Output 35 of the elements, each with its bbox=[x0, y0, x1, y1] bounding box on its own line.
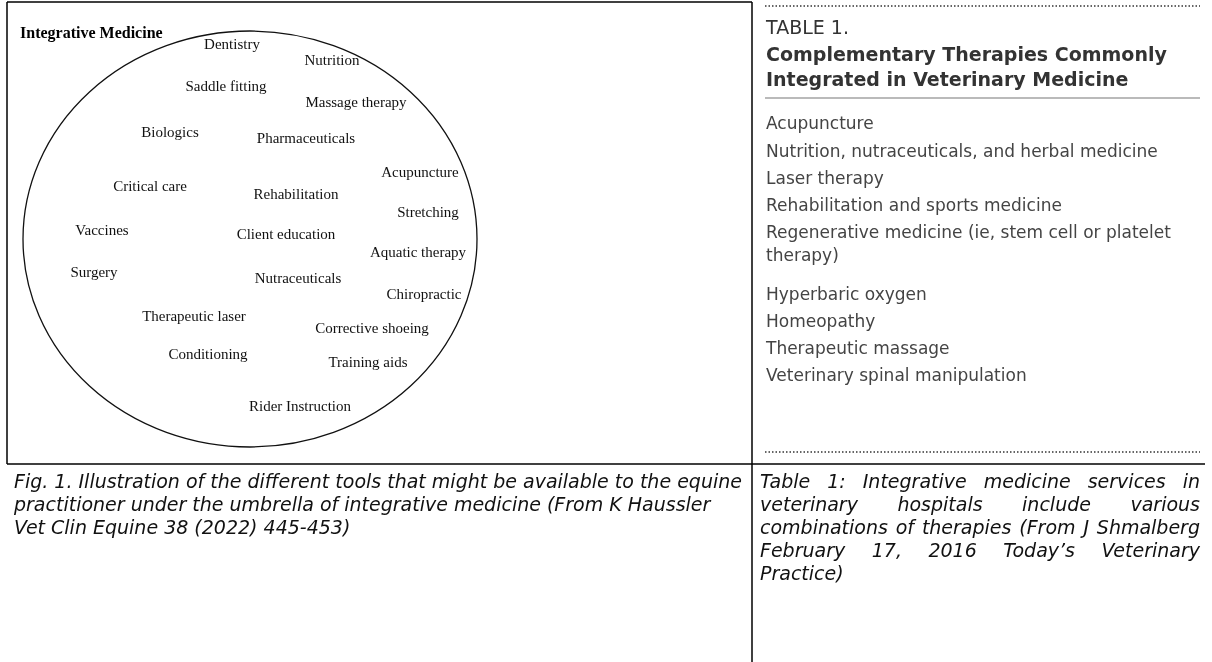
table-row-text: Therapeutic massage bbox=[766, 337, 951, 360]
term: Surgery bbox=[70, 263, 118, 281]
term: Aquatic therapy bbox=[369, 243, 467, 261]
term: Dentistry bbox=[204, 35, 260, 53]
term: Therapeutic laser bbox=[142, 307, 246, 325]
table-row-text: Nutrition, nutraceuticals, and herbal medicine bbox=[766, 140, 1159, 163]
table-row-text: Regenerative medicine (ie, stem cell or platelet therapy) bbox=[766, 221, 1172, 267]
term: Conditioning bbox=[168, 345, 248, 363]
term: Biologics bbox=[141, 123, 199, 141]
term: Stretching bbox=[397, 203, 459, 221]
term: Critical care bbox=[113, 177, 187, 195]
table-row-text: Laser therapy bbox=[766, 167, 885, 190]
table-caption: Table 1: Integrative medicine services in veterinary hospitals include various combinations of therapies (From J Shmalberg February 17, 2016 Today’s Veterinary Practice) bbox=[760, 470, 1200, 585]
term: Acupuncture bbox=[381, 163, 459, 181]
term: Corrective shoeing bbox=[315, 319, 429, 337]
diagram-heading: Integrative Medicine bbox=[20, 24, 163, 42]
term: Nutraceuticals bbox=[254, 269, 342, 287]
term: Rehabilitation bbox=[253, 185, 339, 203]
term: Massage therapy bbox=[305, 93, 407, 111]
table-row-text: Hyperbaric oxygen bbox=[766, 283, 928, 306]
table-row-text: Rehabilitation and sports medicine bbox=[766, 194, 1063, 217]
table-row-text: Veterinary spinal manipulation bbox=[766, 364, 1028, 387]
term: Training aids bbox=[328, 353, 408, 371]
term: Vaccines bbox=[75, 221, 129, 239]
term: Saddle fitting bbox=[185, 77, 267, 95]
term: Client education bbox=[236, 225, 336, 243]
table-row-text: Acupuncture bbox=[766, 112, 875, 135]
term: Rider Instruction bbox=[248, 397, 352, 415]
term: Nutrition bbox=[304, 51, 360, 69]
table-number: TABLE 1. bbox=[766, 16, 849, 38]
term: Pharmaceuticals bbox=[256, 129, 356, 147]
term: Chiropractic bbox=[386, 285, 462, 303]
table-row-text: Homeopathy bbox=[766, 310, 877, 333]
figure-caption: Fig. 1. Illustration of the different tools that might be available to the equine practitioner under the umbrella of integrative medicine (From K Haussler Vet Clin Equine 38 (2022) 445-453) bbox=[14, 470, 743, 539]
table-title: Complementary Therapies Commonly Integrated in Veterinary Medicine bbox=[766, 42, 1168, 92]
